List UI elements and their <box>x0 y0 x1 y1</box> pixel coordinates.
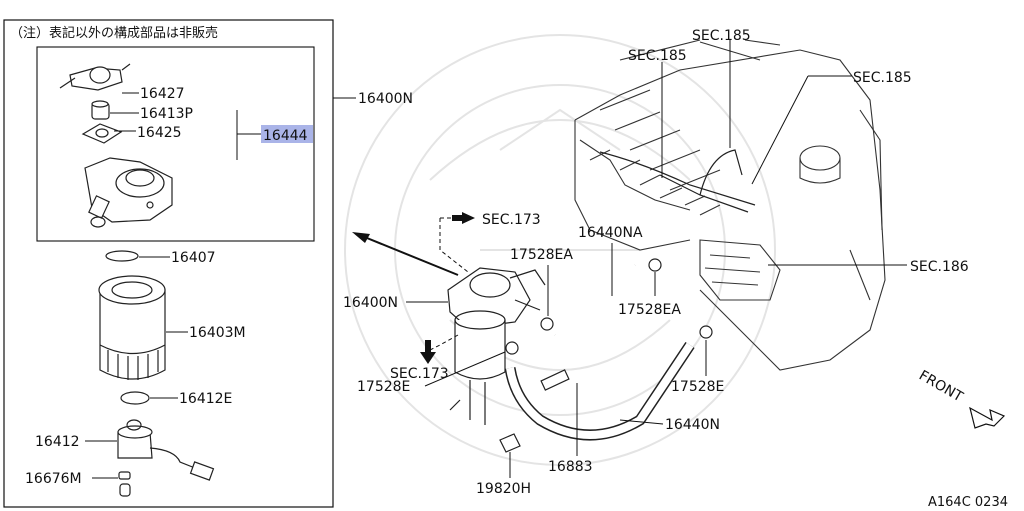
part-16412-sensor[interactable] <box>117 419 215 481</box>
label-16440NA: 16440NA <box>578 225 643 241</box>
part-16676M-plug[interactable] <box>118 471 131 497</box>
label-16413P: 16413P <box>140 106 193 122</box>
label-sec186[interactable]: SEC.186 <box>910 259 969 275</box>
label-16407: 16407 <box>171 250 216 266</box>
label-17528E-left: 17528E <box>357 379 410 395</box>
label-16412E: 16412E <box>179 391 232 407</box>
label-16444[interactable]: 16444 <box>263 128 308 144</box>
part-16403M-filter[interactable] <box>98 275 166 380</box>
kit-label-highlight <box>261 125 313 143</box>
label-sec173-top[interactable]: SEC.173 <box>482 212 541 228</box>
part-19820H-clip[interactable] <box>499 433 521 453</box>
label-17528EA-left: 17528EA <box>510 247 573 263</box>
label-16883: 16883 <box>548 459 593 475</box>
label-17528E-right: 17528E <box>671 379 724 395</box>
part-16413P-seal[interactable] <box>91 100 110 120</box>
part-16412E-oring[interactable] <box>120 391 150 405</box>
reference-arrow <box>361 235 459 276</box>
kit-box <box>36 46 315 242</box>
label-17528EA-right: 17528EA <box>618 302 681 318</box>
part-16883-connector[interactable] <box>540 369 570 391</box>
label-sec185-right[interactable]: SEC.185 <box>853 70 912 86</box>
label-front: FRONT <box>916 368 966 406</box>
inset-frame <box>3 19 334 508</box>
label-16440N: 16440N <box>665 417 720 433</box>
engine-block <box>574 39 886 371</box>
label-16676M: 16676M <box>25 471 82 487</box>
label-16427: 16427 <box>140 86 185 102</box>
part-priming-pump[interactable] <box>84 157 173 228</box>
part-16427-fitting[interactable] <box>59 63 131 91</box>
part-16425-gasket[interactable] <box>81 123 123 144</box>
label-16425: 16425 <box>137 125 182 141</box>
label-16412: 16412 <box>35 434 80 450</box>
label-sec185-mid[interactable]: SEC.185 <box>628 48 687 64</box>
part-16407-oring[interactable] <box>105 250 139 262</box>
label-16403M: 16403M <box>189 325 246 341</box>
figure-code: A164C 0234 <box>928 495 1008 510</box>
label-19820H: 19820H <box>476 481 531 497</box>
part-16400N-filter-assembly[interactable] <box>447 267 546 425</box>
watermark-emblem <box>344 34 776 466</box>
label-16400N-main: 16400N <box>343 295 398 311</box>
front-arrow-icon <box>969 406 1006 429</box>
label-sec173-bottom[interactable]: SEC.173 <box>390 366 449 382</box>
sales-note: （注）表記以外の構成部品は非販売 <box>10 25 218 41</box>
label-16400N-assembly: 16400N <box>358 91 413 107</box>
label-sec185-top[interactable]: SEC.185 <box>692 28 751 44</box>
